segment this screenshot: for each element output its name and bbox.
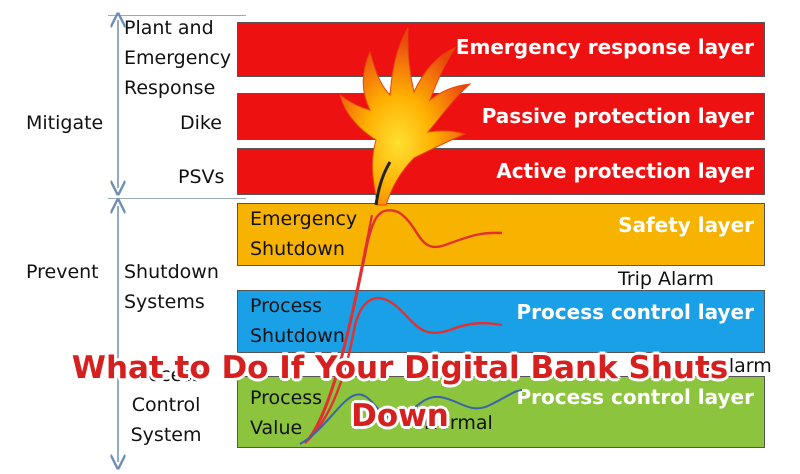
trip-alarm-label: Trip Alarm: [618, 268, 714, 290]
psvs-label: PSVs: [178, 166, 225, 188]
process-control-layer-1: Process Shutdown Process control layer: [237, 290, 765, 353]
overlay-title-line2: Down: [351, 398, 449, 434]
emergency-response-layer: Emergency response layer: [237, 22, 765, 77]
process-control-system-label: Process Control System: [130, 364, 203, 446]
prevent-label: Prevent: [26, 261, 99, 283]
flame-stem: [374, 161, 392, 206]
process-alarm-label: ss Alarm: [690, 355, 772, 377]
passive-protection-layer-label: Passive protection layer: [481, 104, 754, 128]
safety-layer: Emergency Shutdown Safety layer: [237, 203, 765, 266]
flame-icon: [339, 27, 472, 206]
top-guide-line: [108, 15, 246, 16]
process-control-layer-2-label: Process control layer: [516, 385, 754, 409]
shutdown-response-curve: [304, 296, 503, 444]
normal-process-curve: [299, 389, 523, 445]
plant-emergency-response-label: Plant and Emergency Response: [124, 17, 232, 99]
shutdown-systems-label: Shutdown Systems: [124, 261, 219, 313]
active-protection-layer-label: Active protection layer: [496, 159, 754, 183]
mitigate-prevent-divider: [108, 198, 246, 199]
emergency-response-layer-label: Emergency response layer: [455, 35, 754, 59]
normal-label: Normal: [424, 412, 493, 434]
mitigate-label: Mitigate: [26, 112, 104, 134]
process-shutdown-label: Process Shutdown: [250, 295, 345, 347]
active-protection-layer: Active protection layer: [237, 148, 765, 195]
safety-layer-label: Safety layer: [618, 213, 754, 237]
process-value-label: Process Value: [250, 387, 323, 439]
dike-label: Dike: [180, 112, 222, 134]
passive-protection-layer: Passive protection layer: [237, 93, 765, 140]
overlay-title-line1: What to Do If Your Digital Bank Shuts: [71, 350, 729, 386]
process-control-layer-1-label: Process control layer: [516, 300, 754, 324]
emergency-shutdown-label: Emergency Shutdown: [250, 208, 358, 260]
upper-red-curve: [304, 214, 374, 444]
